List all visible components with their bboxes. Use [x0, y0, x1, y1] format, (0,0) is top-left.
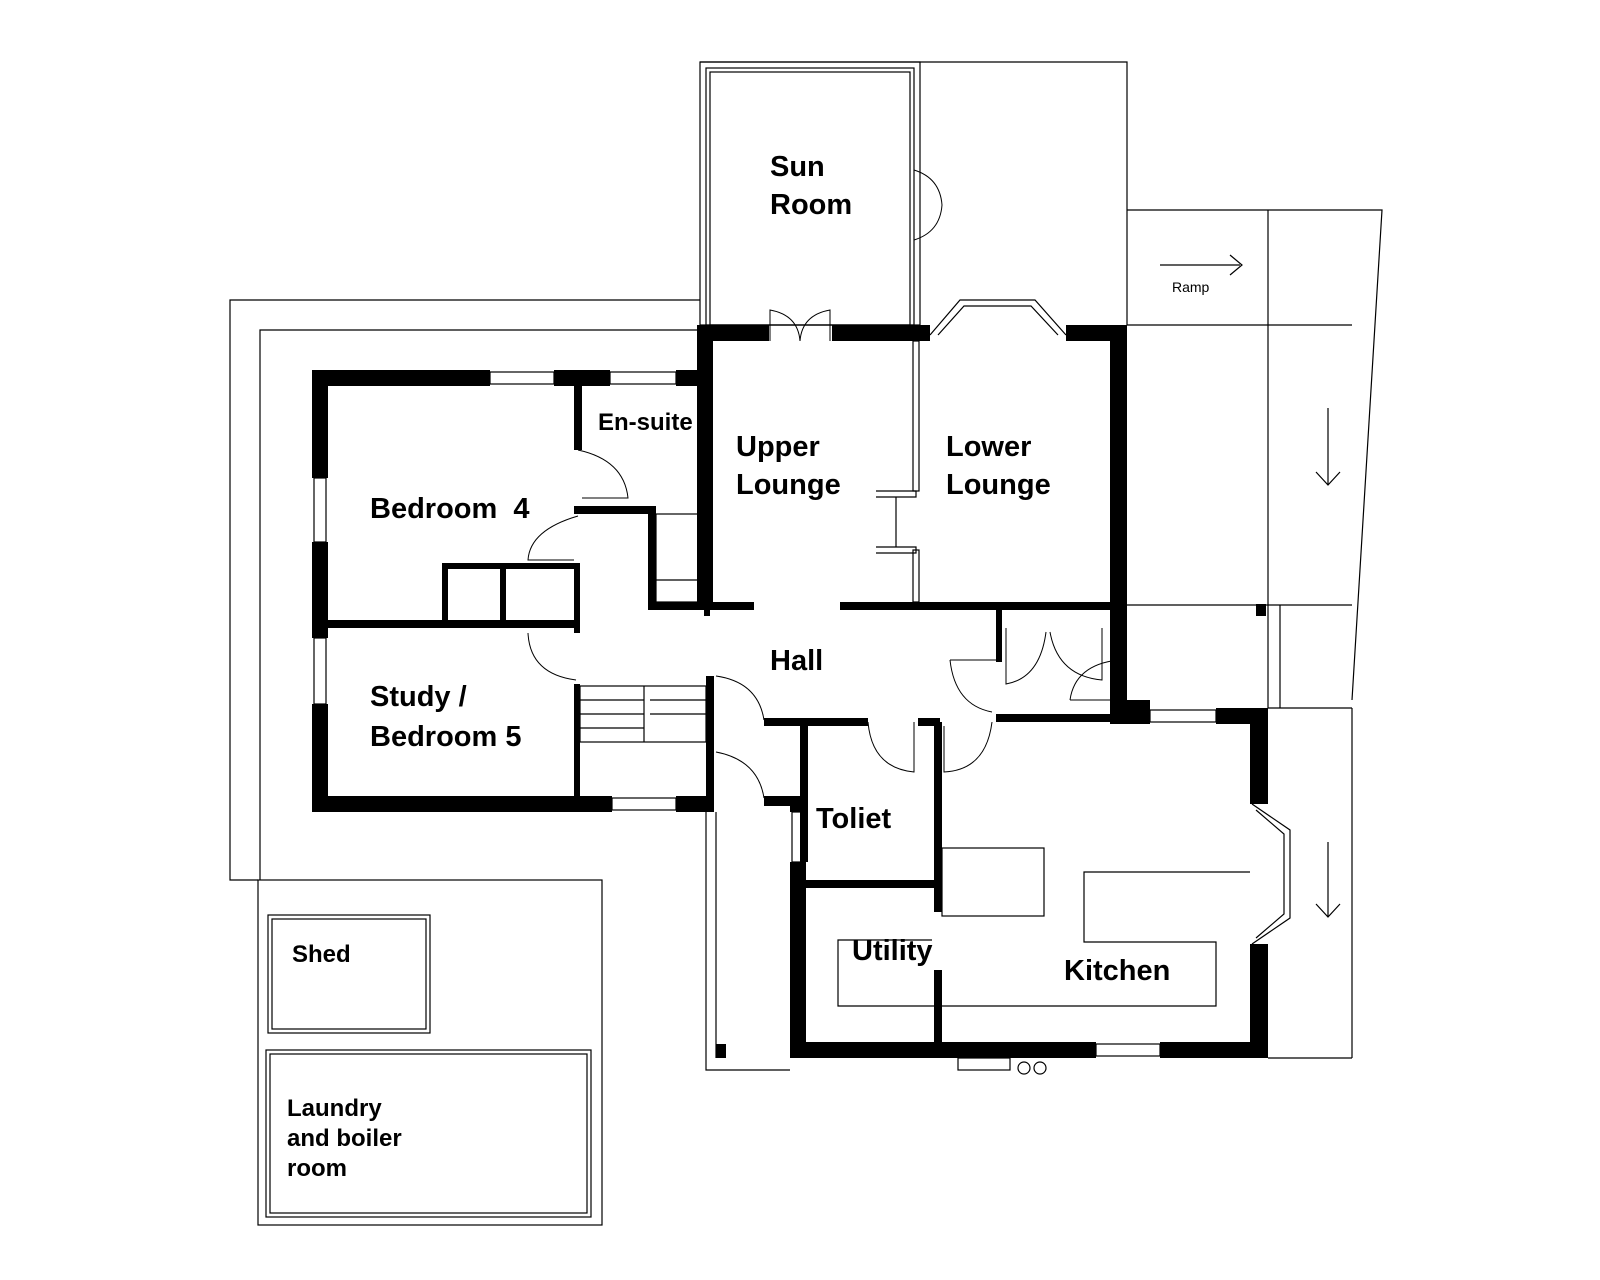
down-arrow-icon — [1315, 842, 1341, 918]
sun-room-door-icon — [913, 169, 943, 241]
kitchen-door-icon — [943, 721, 993, 773]
bedroom4-door-icon — [527, 515, 579, 561]
room-label-hall: Hall — [770, 645, 823, 677]
side-door-icon — [715, 751, 765, 799]
room-label-study: Study / — [370, 681, 467, 713]
stairs — [579, 513, 709, 743]
room-label-toilet: Toliet — [816, 803, 892, 835]
room-label-lower-lounge: Lower — [946, 431, 1031, 463]
room-label-bedroom-4: Bedroom 4 — [370, 493, 530, 525]
room-label-kitchen: Kitchen — [1064, 955, 1170, 987]
room-label-lower-lounge: Lounge — [946, 469, 1051, 501]
site-outlines — [229, 61, 1383, 1226]
toilet-door-icon — [867, 721, 915, 773]
room-label-sun-room: Sun — [770, 151, 825, 183]
doors — [527, 309, 1119, 799]
room-label-en-suite: En-suite — [598, 409, 693, 436]
study-door-icon — [527, 632, 577, 681]
lounge-double-door-icon — [769, 309, 831, 342]
room-label-upper-lounge: Lounge — [736, 469, 841, 501]
store-door-icon — [1069, 659, 1119, 701]
windows — [313, 299, 1291, 1057]
down-arrow-icon — [1315, 408, 1341, 486]
room-label-sun-room: Room — [770, 189, 852, 221]
walls — [312, 325, 1268, 1058]
cupboard-double-door-icon — [1005, 628, 1103, 685]
ensuite-door-icon — [577, 449, 629, 499]
kitchen-units — [837, 847, 1250, 1007]
shed — [267, 914, 431, 1034]
room-label-laundry: and boiler — [287, 1125, 402, 1152]
room-label-laundry: room — [287, 1155, 347, 1182]
ramp: Ramp — [1160, 254, 1341, 918]
laundry-boiler-room — [265, 1049, 592, 1218]
room-label-shed: Shed — [292, 941, 351, 968]
room-label-utility: Utility — [852, 935, 933, 967]
cupboard-door-icon — [949, 659, 996, 713]
sun-room-walls — [699, 61, 943, 326]
room-labels: Sun Room Upper Lounge Lower Lounge En-su… — [287, 151, 1170, 1182]
room-label-laundry: Laundry — [287, 1095, 382, 1122]
room-label-upper-lounge: Upper — [736, 431, 820, 463]
ramp-label: Ramp — [1172, 279, 1210, 295]
room-label-study: Bedroom 5 — [370, 721, 521, 753]
front-door-icon — [715, 675, 765, 721]
